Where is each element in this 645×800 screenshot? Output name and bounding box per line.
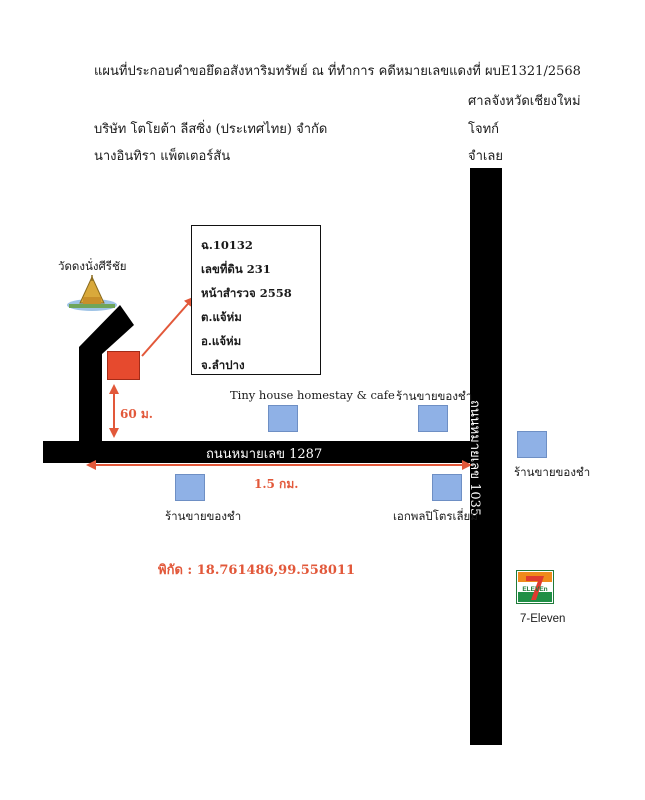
- court-name: ศาลจังหวัดเชียงใหม่: [468, 94, 581, 109]
- coordinates-label: พิกัด : 18.761486,99.558011: [158, 563, 356, 578]
- plaintiff-label: โจทก์: [468, 122, 500, 137]
- road-horizontal-label: ถนนหมายเลข 1287: [206, 447, 323, 462]
- homestay-marker: [268, 405, 298, 432]
- shop-top-right-marker: [418, 405, 448, 432]
- defendant-person: นางอินทิรา แพ็ตเตอร์สัน: [94, 149, 231, 164]
- road-branch: [79, 305, 134, 441]
- distance-1-5km-label: 1.5 กม.: [254, 477, 299, 491]
- survey-page: หน้าสำรวจ 2558: [201, 286, 292, 300]
- seven-eleven-label: 7-Eleven: [520, 613, 566, 625]
- shop-bottom-left-label: ร้านขายของชำ: [165, 509, 242, 523]
- road-horizontal: [43, 441, 471, 463]
- land-number: เลขที่ดิน 231: [201, 262, 271, 276]
- defendant-label: จำเลย: [468, 149, 503, 164]
- map-title: แผนที่ประกอบคำขอยึดอสังหาริมทรัพย์ ณ ที่…: [94, 64, 581, 79]
- distance-60m-label: 60 ม.: [120, 407, 153, 421]
- district: อ.แจ้ห่ม: [201, 334, 242, 348]
- property-info-box: ฉ.10132 เลขที่ดิน 231 หน้าสำรวจ 2558 ต.แ…: [191, 225, 321, 375]
- petroleum-shop-marker: [432, 474, 462, 501]
- seven-eleven-logo-icon: ELEVEn: [516, 570, 554, 604]
- arrow-to-infobox: [141, 296, 195, 357]
- svg-text:ELEVEn: ELEVEn: [522, 586, 547, 593]
- shop-right-label: ร้านขายของชำ: [514, 465, 591, 479]
- road-vertical: [470, 168, 502, 745]
- temple-label: วัดดงนั่งศีรีชัย: [58, 259, 127, 273]
- homestay-label: Tiny house homestay & cafe: [230, 388, 395, 402]
- plaintiff-company: บริษัท โตโยต้า ลีสซิ่ง (ประเทศไทย) จำกัด: [94, 122, 328, 137]
- subdistrict: ต.แจ้ห่ม: [201, 310, 242, 324]
- deed-number: ฉ.10132: [201, 238, 253, 252]
- shop-top-right-label: ร้านขายของชำ: [396, 389, 473, 403]
- target-property-marker: [107, 351, 140, 380]
- shop-bottom-left-marker: [175, 474, 205, 501]
- temple-icon: [67, 275, 117, 311]
- shop-right-marker: [517, 431, 547, 458]
- road-vertical-label: ถนนหมายเลข 1035: [467, 400, 482, 517]
- province: จ.ลำปาง: [201, 358, 245, 372]
- petroleum-shop-label: เอกพลปิโตรเลี่ยม: [393, 509, 478, 523]
